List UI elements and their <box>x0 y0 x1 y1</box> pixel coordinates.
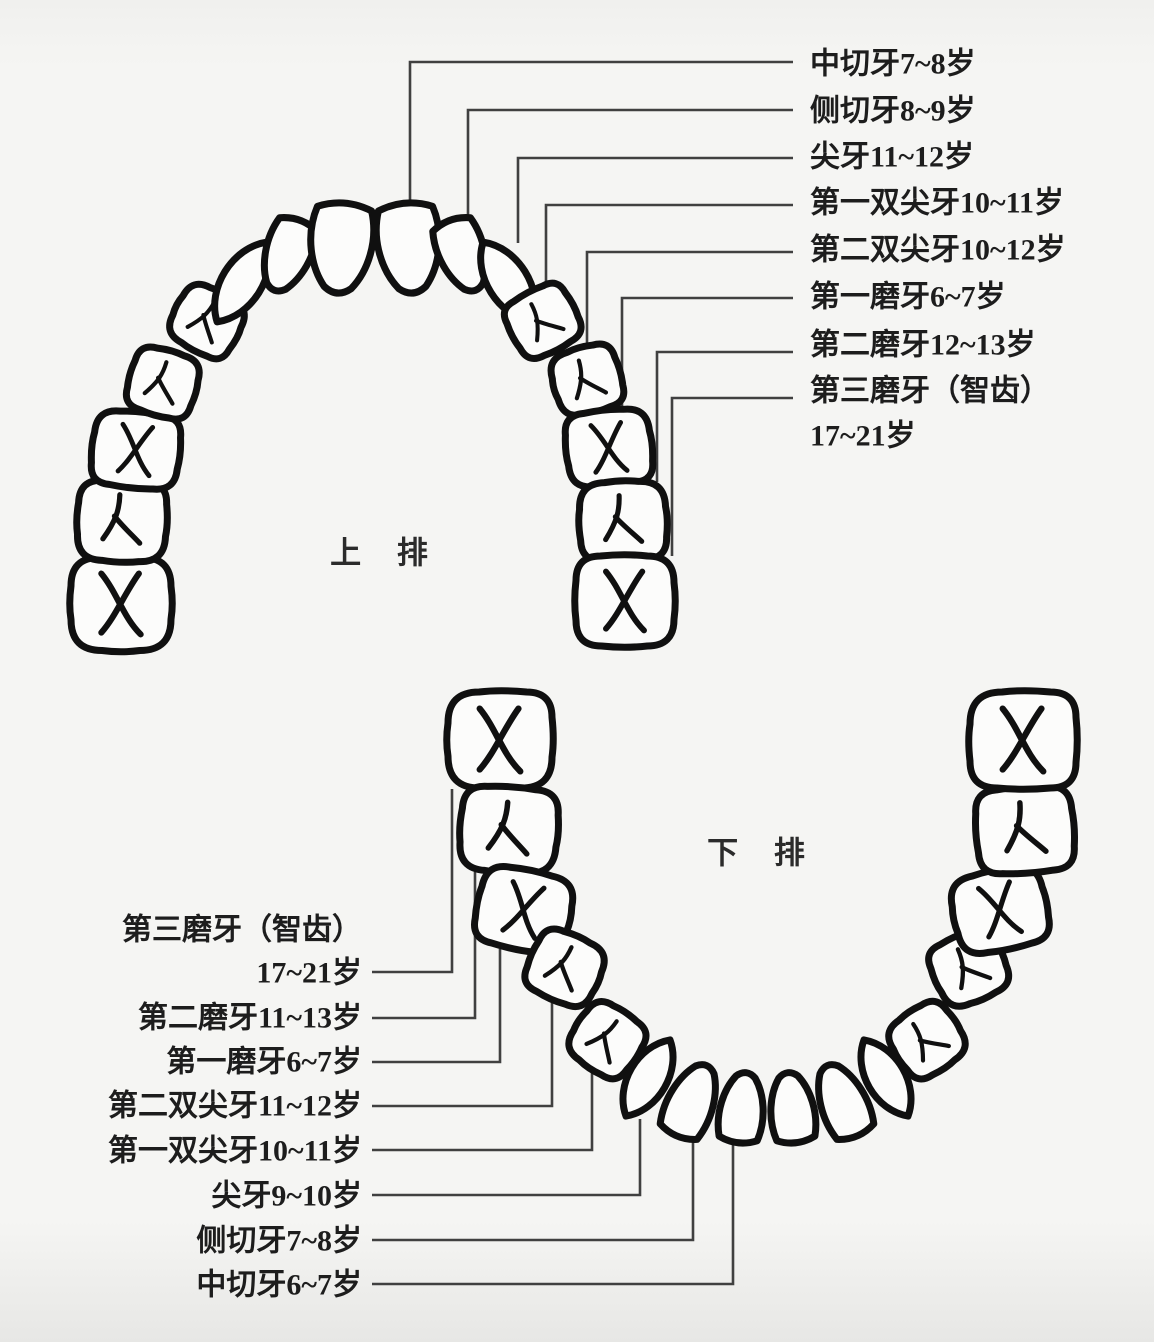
upper-leader-line-first-premolar <box>544 203 793 289</box>
upper-label-third-molar: 第三磨牙（智齿） <box>810 374 1050 408</box>
lower-right-canine <box>857 1036 915 1120</box>
lower-right-central-incisor <box>767 1069 820 1147</box>
upper-leader-lines <box>408 60 793 556</box>
upper-arch <box>66 199 679 656</box>
upper-leader-line-central-incisor <box>408 60 793 203</box>
upper-label-second-premolar: 第二双尖牙10~12岁 <box>810 233 1066 267</box>
upper-right-second-molar <box>575 477 671 565</box>
lower-leader-line-central-incisor <box>372 1143 735 1286</box>
lower-left-lateral-incisor-outline <box>656 1061 719 1143</box>
upper-right-first-premolar-outline <box>500 279 585 362</box>
lower-leader-line-second-molar <box>372 872 477 1020</box>
lower-left-canine <box>619 1036 677 1120</box>
fissure-mark <box>577 376 609 395</box>
fissure-mark <box>593 420 624 475</box>
upper-arch-title: 上 排 <box>330 536 442 571</box>
lower-left-lateral-incisor <box>656 1061 719 1143</box>
lower-left-central-incisor <box>714 1069 767 1147</box>
lower-label-canine: 尖牙9~10岁 <box>211 1180 362 1213</box>
lower-right-second-molar <box>971 782 1079 878</box>
fissure-mark <box>500 885 547 933</box>
upper-leader-line-first-molar <box>620 296 793 411</box>
upper-label-first-premolar: 第一双尖牙10~11岁 <box>810 186 1064 220</box>
fissure-mark <box>476 705 522 773</box>
upper-right-first-premolar <box>500 279 585 362</box>
lower-left-third-molar <box>443 687 557 793</box>
fissure-mark <box>999 705 1045 773</box>
upper-leader-line-second-molar <box>655 350 793 482</box>
upper-left-central-incisor-outline <box>307 199 378 297</box>
fissure-mark <box>498 821 530 857</box>
lower-leader-line-second-premolar <box>372 1002 554 1108</box>
lower-label-third-molar-age: 17~21岁 <box>256 957 362 990</box>
upper-label-second-molar: 第二磨牙12~13岁 <box>810 328 1036 362</box>
lower-left-second-molar <box>456 782 562 878</box>
lower-left-second-premolar <box>521 925 608 1010</box>
fissure-mark <box>601 1031 612 1065</box>
lower-label-first-premolar: 第一双尖牙10~11岁 <box>108 1134 362 1168</box>
lower-left-canine-outline <box>619 1036 677 1120</box>
fissure-mark <box>612 514 645 544</box>
lower-right-lateral-incisor <box>815 1061 878 1143</box>
lower-arch-title: 下 排 <box>707 836 819 871</box>
upper-left-second-molar <box>73 476 171 566</box>
fissure-mark <box>201 313 214 345</box>
lower-label-first-molar: 第一磨牙6~7岁 <box>166 1045 362 1079</box>
lower-label-third-molar: 第三磨牙（智齿） <box>122 913 362 947</box>
fissure-mark <box>534 318 566 332</box>
upper-right-central-incisor <box>372 199 443 297</box>
upper-right-central-incisor-outline <box>372 199 443 297</box>
lower-right-lateral-incisor-outline <box>815 1061 878 1143</box>
lower-right-third-molar <box>965 687 1081 793</box>
lower-leader-line-canine <box>372 1119 642 1197</box>
lower-labels: 第三磨牙（智齿） 17~21岁第二磨牙11~13岁第一磨牙6~7岁第二双尖牙11~… <box>108 913 362 1302</box>
upper-leader-line-lateral-incisor <box>466 108 793 221</box>
upper-label-central-incisor: 中切牙7~8岁 <box>810 48 976 81</box>
fissure-mark <box>917 1038 951 1049</box>
upper-right-third-molar <box>571 551 679 651</box>
fissure-mark <box>558 959 574 993</box>
upper-left-second-premolar <box>122 343 203 423</box>
fissure-mark <box>115 425 156 474</box>
lower-arch <box>443 687 1081 1147</box>
fissure-mark <box>959 964 993 981</box>
lower-label-second-molar: 第二磨牙11~13岁 <box>138 1001 362 1035</box>
lower-leader-line-first-molar <box>372 949 502 1064</box>
fissure-mark <box>111 513 143 546</box>
fissure-mark <box>603 568 646 632</box>
upper-leader-line-second-premolar <box>585 250 793 347</box>
upper-leader-line-canine <box>516 156 793 243</box>
lower-right-central-incisor-outline <box>767 1069 820 1147</box>
lower-label-central-incisor: 中切牙6~7岁 <box>196 1269 362 1302</box>
lower-left-first-premolar <box>565 998 650 1083</box>
lower-label-lateral-incisor: 侧切牙7~8岁 <box>196 1225 362 1258</box>
upper-label-lateral-incisor: 侧切牙8~9岁 <box>810 95 976 128</box>
upper-left-third-molar <box>66 552 176 656</box>
lower-right-canine-outline <box>857 1036 915 1120</box>
upper-label-first-molar: 第一磨牙6~7岁 <box>810 280 1006 314</box>
upper-labels: 中切牙7~8岁侧切牙8~9岁尖牙11~12岁第一双尖牙10~11岁第二双尖牙10… <box>810 48 1066 453</box>
upper-label-canine: 尖牙11~12岁 <box>810 141 974 174</box>
upper-right-first-molar <box>561 405 657 491</box>
upper-leader-line-third-molar <box>670 396 793 556</box>
upper-left-central-incisor <box>307 199 378 297</box>
lower-leader-line-lateral-incisor <box>372 1138 695 1242</box>
lower-leader-line-first-premolar <box>372 1073 594 1152</box>
lower-left-central-incisor-outline <box>714 1069 767 1147</box>
fissure-mark <box>98 570 142 636</box>
fissure-mark <box>1013 822 1049 854</box>
lower-right-first-premolar <box>885 997 969 1083</box>
lower-label-second-premolar: 第二双尖牙11~12岁 <box>108 1089 362 1123</box>
fissure-mark <box>986 879 1012 940</box>
upper-label-third-molar-age: 17~21岁 <box>810 420 916 453</box>
lower-left-first-premolar-outline <box>565 998 650 1083</box>
fissure-mark <box>156 375 175 406</box>
lower-leader-line-third-molar-age <box>372 789 454 974</box>
